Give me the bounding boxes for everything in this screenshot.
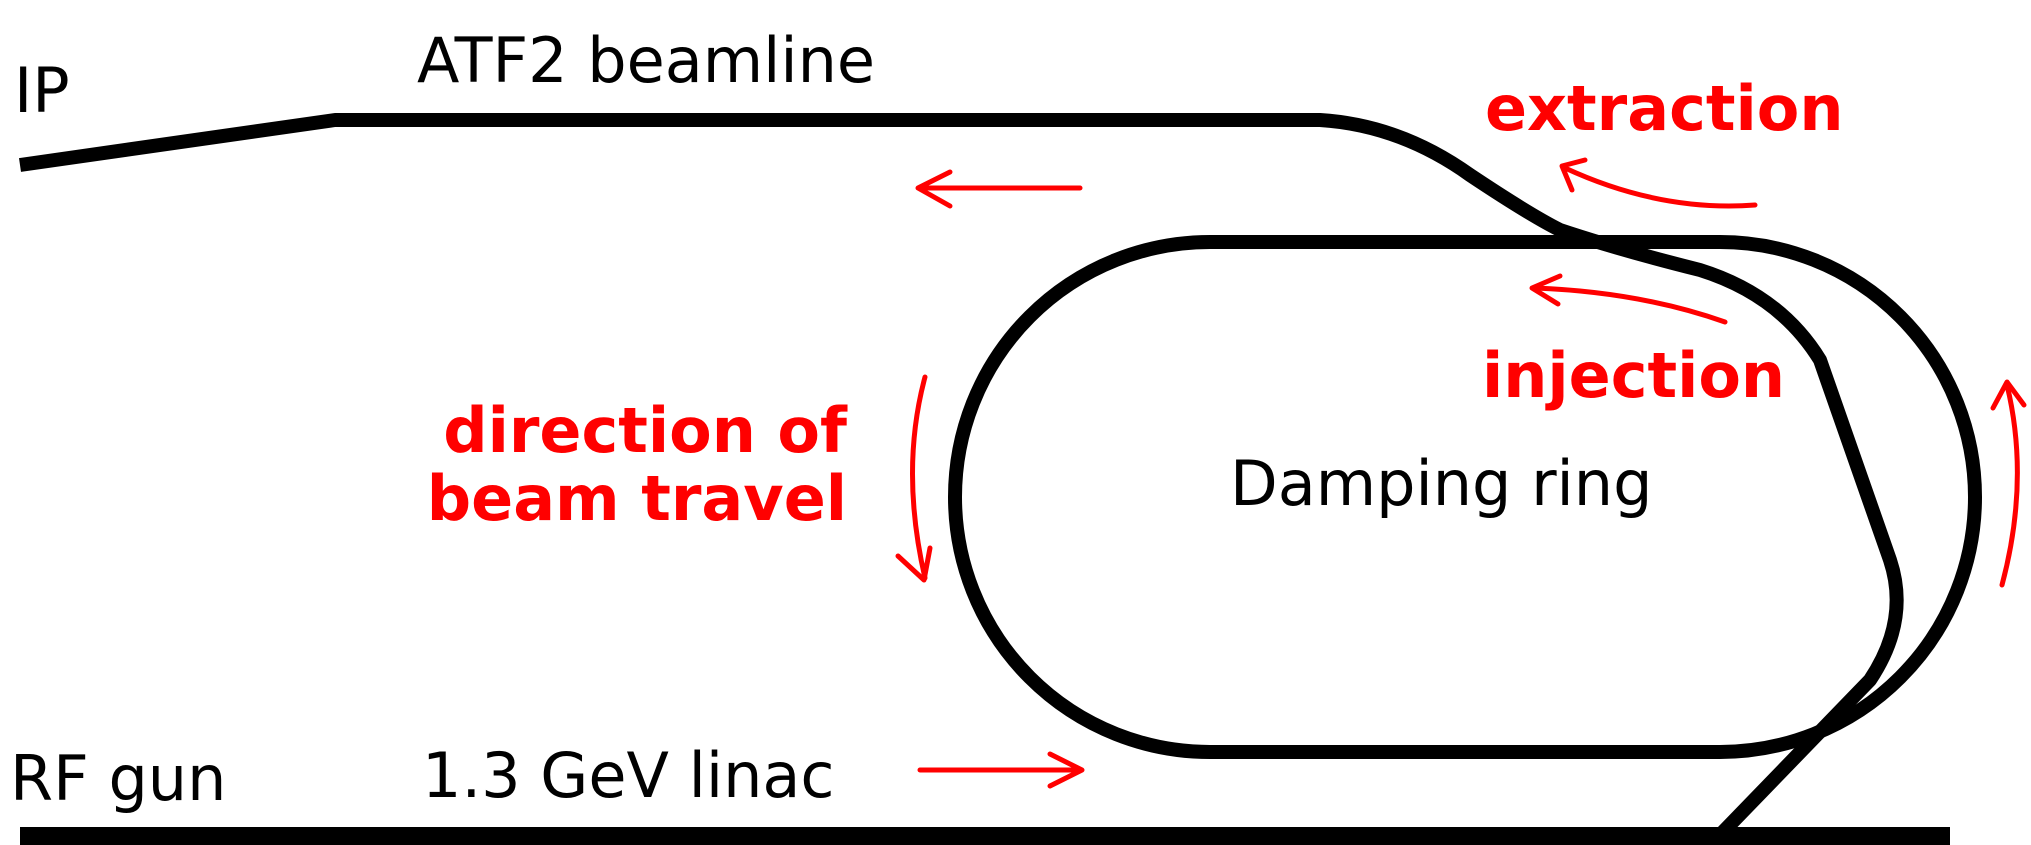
arrow-linac-direction — [917, 751, 1085, 789]
injection-label: injection — [1482, 339, 1785, 412]
direction-label-line2: beam travel — [427, 462, 847, 535]
direction-label-line1: direction of — [443, 394, 848, 467]
extraction-label: extraction — [1485, 72, 1843, 145]
linac-label: 1.3 GeV linac — [422, 739, 834, 812]
damping-ring-path — [948, 235, 1982, 759]
damping-ring-label: Damping ring — [1230, 447, 1652, 520]
arrow-extraction — [1559, 157, 1758, 209]
atf2-beamline-path — [19, 113, 1904, 840]
arrow-atf2-direction — [915, 169, 1083, 209]
ip-label: IP — [14, 54, 70, 127]
arrow-injection — [1529, 273, 1728, 325]
atf2-beamline-label: ATF2 beamline — [417, 24, 875, 97]
arrow-ring-right — [1990, 379, 2027, 588]
arrow-direction-of-travel — [895, 374, 933, 583]
rf-gun-label: RF gun — [10, 742, 226, 815]
